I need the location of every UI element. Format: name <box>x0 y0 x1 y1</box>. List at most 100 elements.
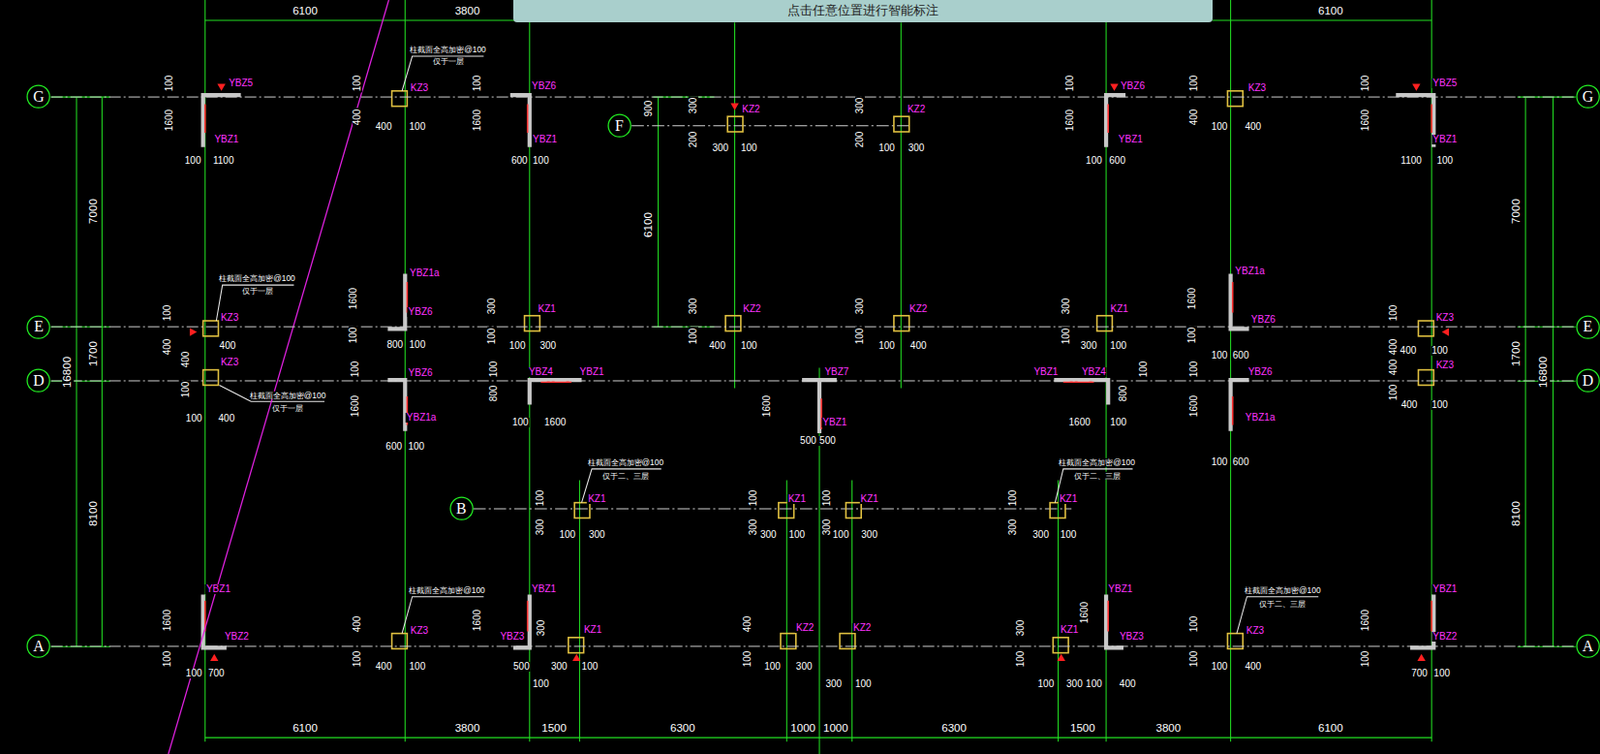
dimension-text: 100 <box>1189 648 1200 668</box>
dimension-text: 700 <box>1410 668 1429 678</box>
dimension-text: 600 <box>1107 155 1127 166</box>
grid-lines <box>51 0 1576 754</box>
dimension-text: 1600 <box>762 394 772 418</box>
note-text: 仅于二、三层 <box>1073 471 1122 480</box>
dimension-text: 100 <box>1015 648 1026 668</box>
dimension-text: 300 <box>907 143 926 154</box>
dimension-text: 1700 <box>1510 339 1523 368</box>
dimension-text: 100 <box>1189 614 1200 633</box>
dimension-text: 7000 <box>1510 197 1523 225</box>
dimension-text: 100 <box>408 661 428 672</box>
dimension-text: 100 <box>489 360 499 379</box>
column-label: YBZ1 <box>1431 134 1458 145</box>
dimension-text: 100 <box>352 648 363 668</box>
axis-bubble: A <box>1575 633 1600 658</box>
dimension-text: 100 <box>1388 382 1399 401</box>
dimension-text: 100 <box>739 143 759 154</box>
dimension-text: 100 <box>1432 668 1451 678</box>
note-text: 仅于一层 <box>241 286 275 295</box>
dimension-text: 100 <box>1210 457 1230 467</box>
dimension-text: 100 <box>348 325 359 344</box>
dimension-text: 100 <box>1037 678 1056 689</box>
dimension-text: 400 <box>181 350 191 370</box>
column-label: YBZ4 <box>527 366 554 376</box>
dimension-text: 100 <box>1360 74 1371 93</box>
dimension-text: 300 <box>1061 297 1072 316</box>
column-label: YBZ3 <box>1118 631 1145 642</box>
dimension-text: 300 <box>1031 529 1050 540</box>
dimension-text: 700 <box>207 668 226 678</box>
column-label: KZ2 <box>740 104 761 115</box>
dimension-text: 6100 <box>291 722 319 735</box>
axis-bubble: B <box>449 495 474 521</box>
dimension-text: 1600 <box>1187 286 1198 310</box>
column-label: KZ3 <box>1245 625 1265 636</box>
dimension-text: 16800 <box>1538 354 1550 388</box>
axis-bubble: D <box>26 368 51 393</box>
column-label: YBZ6 <box>1119 80 1146 91</box>
column-label: YBZ1 <box>821 417 848 428</box>
column-label: KZ3 <box>1435 360 1455 370</box>
dimension-text: 100 <box>877 340 896 351</box>
dimension-text: 1100 <box>1399 155 1423 166</box>
markers <box>189 83 1449 661</box>
dimension-text: 3800 <box>454 5 482 18</box>
dimension-text: 100 <box>748 489 759 508</box>
dimension-text: 100 <box>1189 360 1200 379</box>
dimension-text: 400 <box>1399 345 1418 356</box>
column-label: YBZ2 <box>223 631 250 642</box>
dimension-text: 400 <box>707 340 727 351</box>
axis-line <box>51 96 1576 98</box>
dimension-text: 6300 <box>940 722 968 735</box>
dimension-text: 400 <box>1388 338 1399 357</box>
axis-lines <box>473 125 1072 509</box>
dimension-text: 400 <box>1189 108 1200 127</box>
dimension-text: 400 <box>1400 400 1419 410</box>
axis-letter: E <box>26 314 51 339</box>
dimension-text: 100 <box>531 678 551 689</box>
axis-bubble: D <box>1575 368 1600 393</box>
axis-letter: D <box>1575 368 1600 393</box>
dimension-text: 100 <box>408 339 428 350</box>
dimension-text: 6300 <box>669 722 697 735</box>
dimension-text: 6100 <box>1317 722 1345 735</box>
dimension-text: 100 <box>1210 122 1230 132</box>
dimension-text: 300 <box>587 529 607 540</box>
axis-letter: G <box>26 84 51 109</box>
column-label: YBZ3 <box>498 631 525 642</box>
column-label: YBZ1a <box>405 412 438 423</box>
dimension-text: 100 <box>854 678 873 689</box>
dimension-text: 3800 <box>1154 722 1182 735</box>
dimension-text: 8100 <box>1510 499 1523 527</box>
dimension-text: 1600 <box>472 108 483 132</box>
dimension-text: 100 <box>511 417 530 428</box>
column-label: YBZ1 <box>579 366 606 376</box>
dimension-text: 600 <box>1231 350 1251 361</box>
dimension-text: 1600 <box>543 417 567 428</box>
column-label: YBZ4 <box>1080 366 1108 376</box>
dimension-text: 6100 <box>291 5 319 18</box>
dimension-text: 100 <box>1059 529 1078 540</box>
axis-bubble: G <box>26 84 51 109</box>
column-label: YBZ1 <box>1431 584 1458 594</box>
column-label: YBZ1a <box>1244 412 1277 423</box>
column-label: KZ2 <box>906 104 926 115</box>
dimension-text: 100 <box>184 155 203 166</box>
dimension-text: 1100 <box>212 155 236 166</box>
dimension-text: 1700 <box>88 339 100 368</box>
dimension-text: 100 <box>1108 340 1128 351</box>
column-label: YBZ1 <box>1032 366 1059 376</box>
column-label: KZ1 <box>859 493 879 504</box>
dimension-text: 100 <box>352 74 363 93</box>
dimension-text: 400 <box>1243 122 1262 132</box>
dimension-text: 100 <box>822 489 832 508</box>
note-text: 仅于一层 <box>431 57 465 65</box>
dimension-text: 100 <box>535 489 546 508</box>
dimension-text: 300 <box>535 517 546 536</box>
column-label: KZ2 <box>908 304 928 314</box>
dimension-text: 300 <box>688 95 699 115</box>
dimension-text: 1600 <box>1065 108 1076 132</box>
column-label: KZ2 <box>795 622 815 633</box>
axis-line <box>51 326 1576 328</box>
banner-text: 点击任意位置进行智能标注 <box>787 2 939 20</box>
